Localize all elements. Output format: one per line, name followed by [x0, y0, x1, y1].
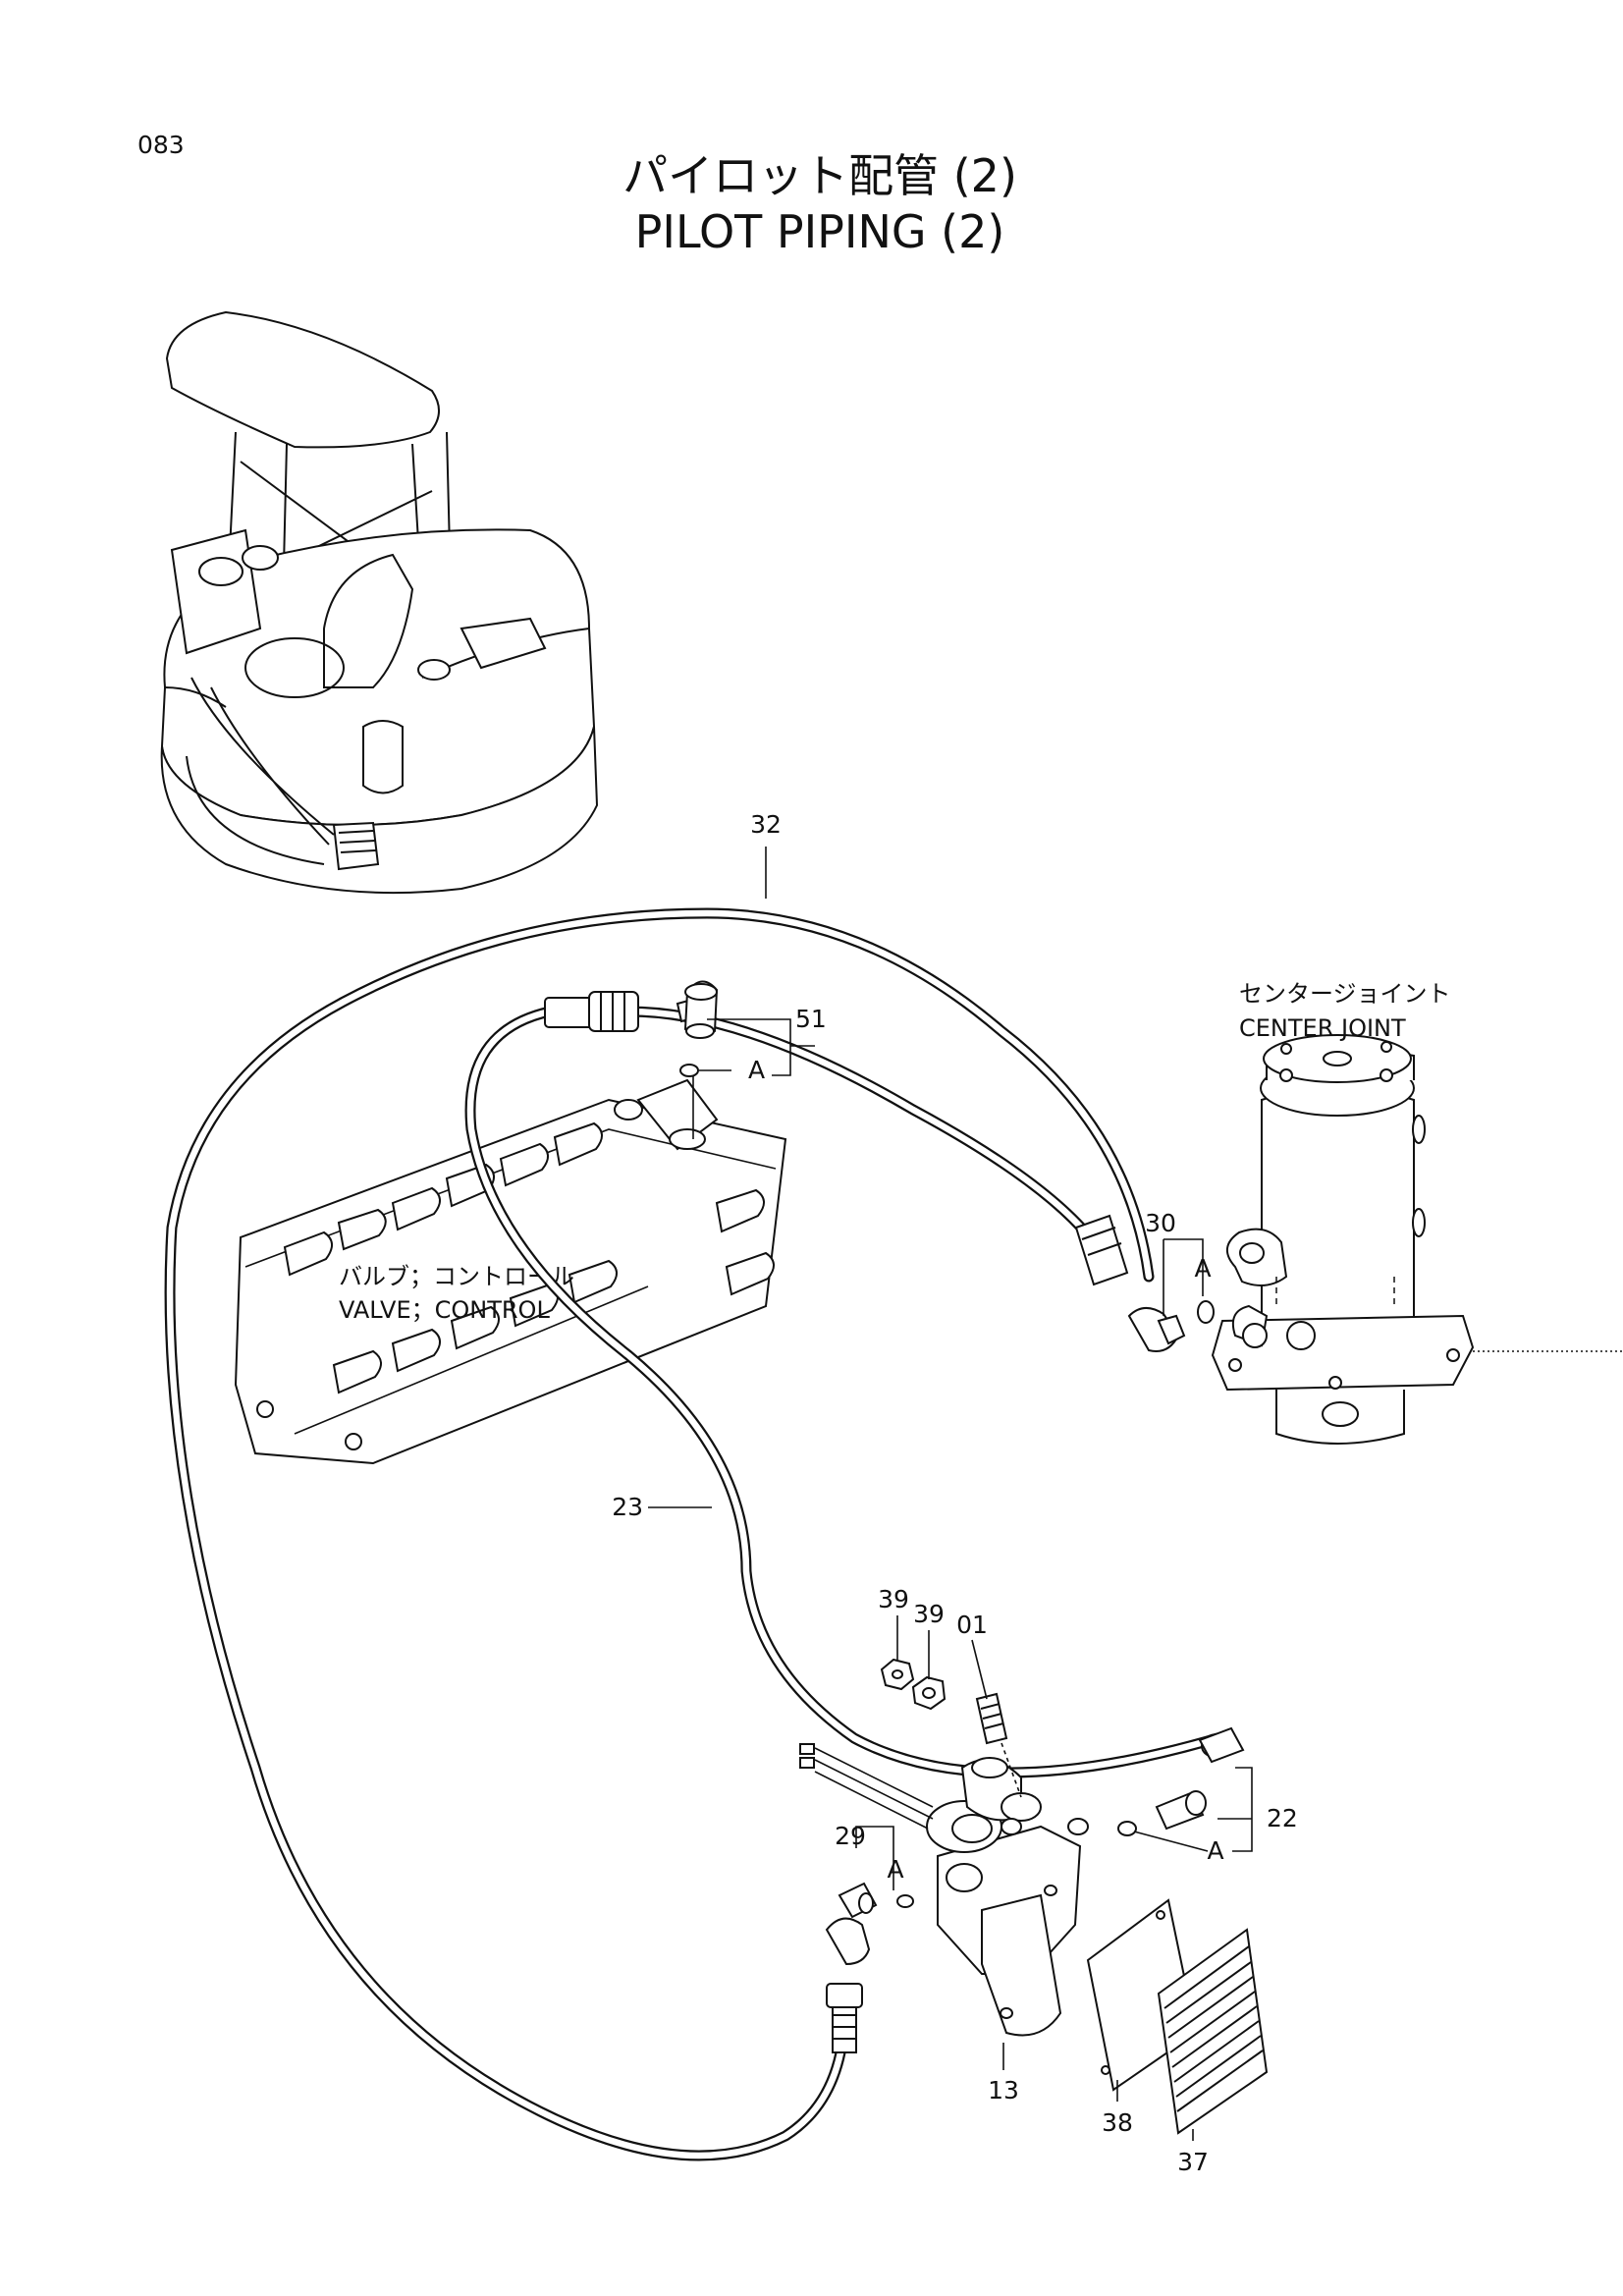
callout-01: 01: [956, 1611, 988, 1639]
nuts-and-stud: [880, 1658, 1022, 1798]
center-joint-label-english: CENTER JOINT: [1239, 1014, 1406, 1042]
leader-51: [707, 1018, 815, 1076]
callout-29-a: A: [887, 1855, 903, 1884]
callout-29: 29: [835, 1822, 866, 1850]
callout-23: 23: [612, 1493, 643, 1521]
callout-13: 13: [988, 2076, 1019, 2105]
leader-01: [971, 1639, 988, 1700]
page-number: 083: [137, 131, 185, 159]
callout-30-a: A: [1194, 1254, 1211, 1283]
center-joint-label-japanese: センタージョイント: [1239, 980, 1451, 1008]
callout-51-a: A: [748, 1056, 765, 1084]
leader-22: [1217, 1767, 1253, 1852]
callout-22: 22: [1267, 1804, 1298, 1832]
title-english: PILOT PIPING (2): [635, 205, 1005, 258]
fitting-30: [1074, 1214, 1215, 1352]
title-japanese: パイロット配管 (2): [622, 149, 1017, 202]
pilot-valve-13: [799, 1743, 1089, 2037]
leader-30: [1163, 1238, 1204, 1296]
control-valve-label-english: VALVE；CONTROL: [339, 1296, 550, 1324]
callout-22-a: A: [1207, 1836, 1223, 1865]
callout-51: 51: [795, 1005, 827, 1033]
center-joint-illustration: [1211, 1034, 1623, 1445]
leader-29: [855, 1826, 894, 1890]
fitting-22: [1117, 1726, 1245, 1836]
fitting-29: [825, 1882, 914, 2053]
callout-39-right: 39: [913, 1600, 945, 1628]
callout-37: 37: [1177, 2148, 1209, 2176]
control-valve-illustration: [234, 1078, 787, 1465]
hose-fittings-top: [544, 980, 719, 1139]
callout-30: 30: [1145, 1209, 1176, 1237]
leader-22-oring: [1133, 1831, 1209, 1852]
callout-38: 38: [1102, 2108, 1133, 2137]
callout-39-left: 39: [878, 1585, 909, 1613]
machine-overview-illustration: [160, 310, 599, 895]
callout-32: 32: [750, 810, 782, 839]
pedal-37: [1157, 1928, 1269, 2135]
hose-32: [164, 907, 1155, 2161]
